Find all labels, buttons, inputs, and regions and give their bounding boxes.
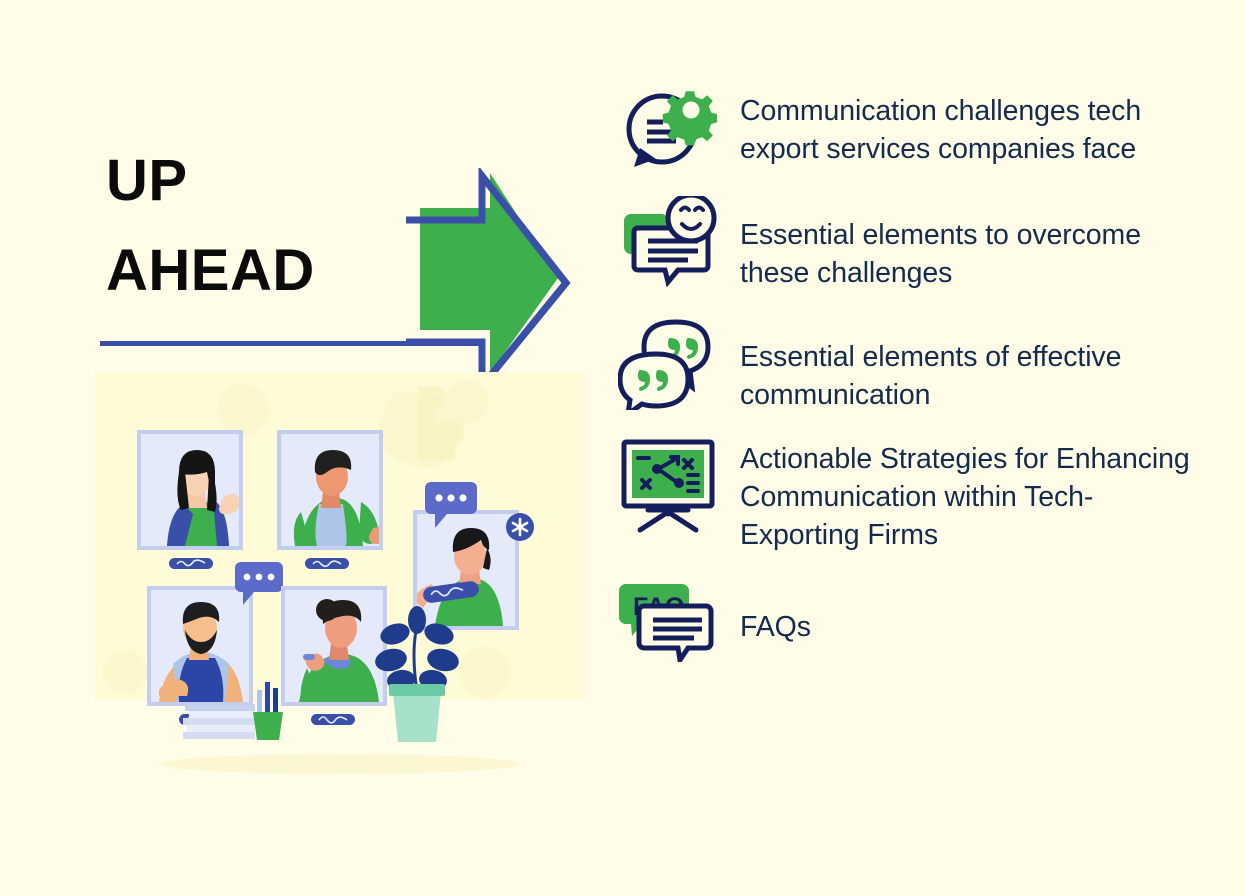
pencil-cup (253, 682, 283, 740)
agenda-item-3-label: Essential elements of effective communic… (740, 341, 1122, 411)
right-arrow-icon (398, 168, 574, 394)
participant-tile-3 (147, 562, 283, 725)
faq-bubble-icon: FAQ (618, 580, 722, 672)
chat-bubble-smiley-icon (618, 196, 722, 288)
asterisk-badge (506, 513, 534, 541)
paper-stack (183, 704, 255, 739)
page-title: UP AHEAD (106, 136, 436, 316)
participant-tile-1 (137, 430, 243, 569)
participant-tile-2 (277, 430, 383, 569)
agenda-item-2[interactable]: Essential elements to overcome these cha… (618, 196, 1198, 292)
agenda-item-1-label: Communication challenges tech export ser… (740, 95, 1142, 165)
agenda-item-4[interactable]: Actionable Strategies for Enhancing Comm… (618, 436, 1198, 554)
title-underline (100, 341, 482, 346)
participant-tile-5 (413, 482, 534, 630)
agenda-item-2-label: Essential elements to overcome these cha… (740, 219, 1141, 289)
typing-indicator-bubble (425, 482, 477, 528)
typing-indicator-bubble (235, 562, 283, 605)
title-line-one: UP (106, 148, 188, 213)
video-conference-illustration (95, 372, 585, 792)
agenda-item-3[interactable]: Essential elements of effective communic… (618, 318, 1198, 414)
participant-tile-4 (281, 586, 387, 725)
agenda-item-5-label: FAQs (740, 611, 811, 643)
agenda-item-1[interactable]: Communication challenges tech export ser… (618, 84, 1198, 176)
double-quote-bubbles-icon (618, 318, 722, 410)
title-line-two: AHEAD (106, 238, 315, 303)
potted-plant (375, 606, 459, 742)
agenda-item-4-label: Actionable Strategies for Enhancing Comm… (740, 443, 1190, 551)
strategy-board-icon (618, 436, 722, 533)
agenda-list: Communication challenges tech export ser… (618, 84, 1198, 672)
chat-bubble-gear-icon (618, 84, 722, 176)
agenda-item-5[interactable]: FAQ FAQs (618, 580, 1198, 672)
